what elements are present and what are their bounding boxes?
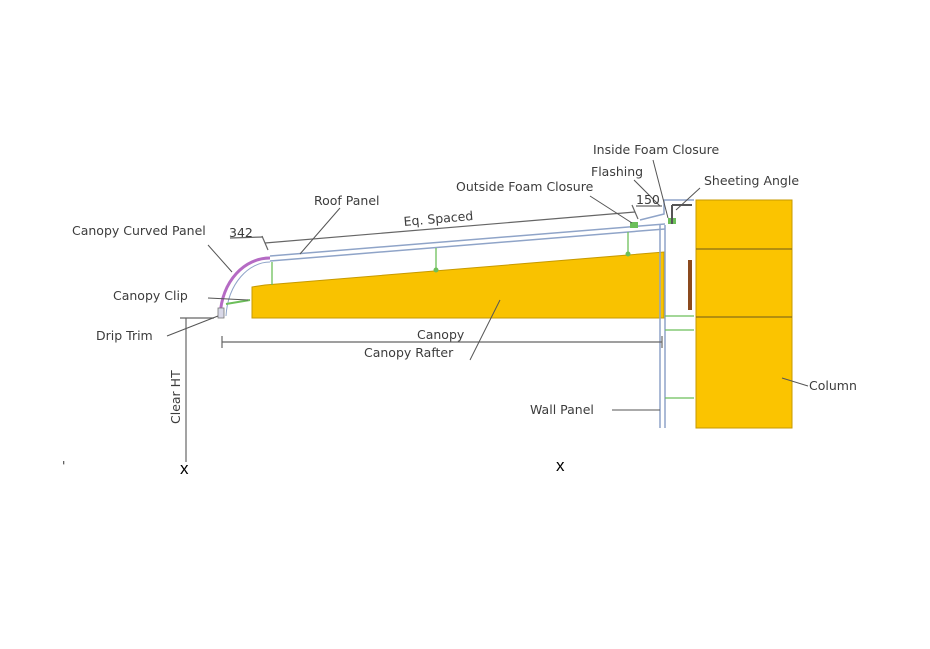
leader-flashing [633,179,661,207]
dim-150-label: 150 [636,192,660,207]
drip-trim [217,307,225,319]
leader-canopy-rafter [469,299,501,361]
clear-ht-label: Clear HT [168,370,183,424]
left-x-mark: x [180,459,189,478]
outside-foam-closure-label: Outside Foam Closure [456,179,594,194]
dim-342-line [229,236,264,239]
column-label: Column [809,378,857,393]
dim-342-label: 342 [229,225,253,240]
canopy-curved-panel-label: Canopy Curved Panel [72,223,206,238]
canopy-clip [225,299,251,305]
drip-trim-label: Drip Trim [96,328,153,343]
leader-inside-foam [652,159,669,219]
canopy-clip-label: Canopy Clip [113,288,188,303]
sheeting-angle-label: Sheeting Angle [704,173,799,188]
column [695,199,793,429]
fastener [433,267,439,273]
canopy-curved-panel [218,256,271,317]
wall-panel-label: Wall Panel [530,402,594,417]
outside-foam-closure [630,222,638,228]
roof-panel-label: Roof Panel [314,193,380,208]
leader-column [781,377,809,387]
inside-foam-closure-label: Inside Foam Closure [593,142,720,157]
leader-sheeting-angle [675,187,701,211]
leader-curved-panel [207,244,233,273]
leader-outside-foam [589,195,633,224]
dimension-tick [261,235,269,251]
canopy-rafter [251,251,665,319]
leader-drip-trim [166,315,219,337]
column-bracket [688,260,692,310]
eq-spaced-dimension-line [264,211,636,244]
fastener [625,251,631,257]
roof-panel [269,228,666,262]
corner-mark: ' [62,458,65,473]
flashing-label: Flashing [591,164,643,179]
canopy-label: Canopy [417,327,465,342]
roof-panel [269,223,666,257]
leader-canopy-clip [207,297,249,301]
flashing [639,199,694,221]
leader-roof-panel [299,207,341,255]
dimension-tick [631,204,639,220]
eq-spaced-label: Eq. Spaced [403,208,474,229]
canopy-curved-panel-inner [225,261,271,317]
right-x-mark: x [556,456,565,475]
canopy-rafter-label: Canopy Rafter [364,345,454,360]
